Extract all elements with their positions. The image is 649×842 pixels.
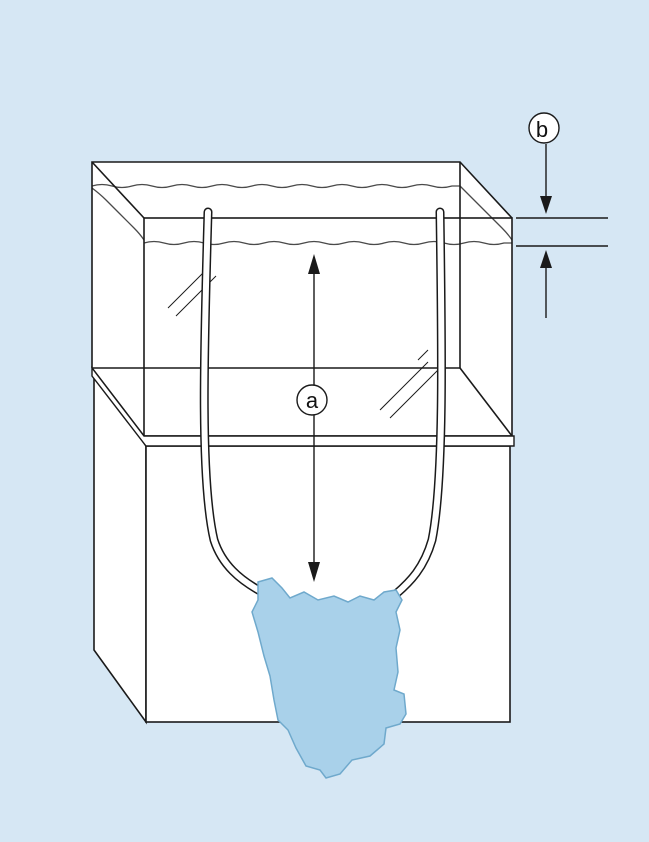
- water-surface-left: [91, 187, 145, 241]
- dimension-a-arrow-down: [308, 562, 320, 582]
- dimension-b-arrow-down: [540, 196, 552, 214]
- dimension-a: a: [296, 254, 328, 582]
- callout-a-label: a: [306, 388, 319, 413]
- tank-front-glass: [144, 218, 512, 436]
- glare-mark: [167, 267, 209, 309]
- dimension-b-arrow-up: [540, 250, 552, 268]
- filter-canister: [251, 577, 407, 779]
- water-surface-back: [91, 183, 460, 189]
- glare-mark: [379, 361, 429, 411]
- tank-bottom-right-edge: [459, 367, 513, 437]
- tank-left-top-edge: [91, 161, 145, 219]
- hose-left-inner: [201, 209, 265, 595]
- water-surface-right: [459, 185, 513, 241]
- callout-b-circle: [528, 112, 560, 144]
- hoses: [199, 207, 447, 599]
- callout-b-label: b: [536, 117, 548, 142]
- glare-mark: [389, 369, 439, 419]
- dimension-a-arrow-up: [308, 254, 320, 274]
- hose-right-inner: [393, 209, 445, 597]
- dimension-b: b: [516, 112, 608, 318]
- callout-a-circle: [296, 384, 328, 416]
- glare-mark: [417, 349, 429, 361]
- tank-top-opening: [92, 162, 512, 218]
- tank-back-top-edge: [91, 161, 513, 368]
- tank-base-slab: [91, 365, 515, 447]
